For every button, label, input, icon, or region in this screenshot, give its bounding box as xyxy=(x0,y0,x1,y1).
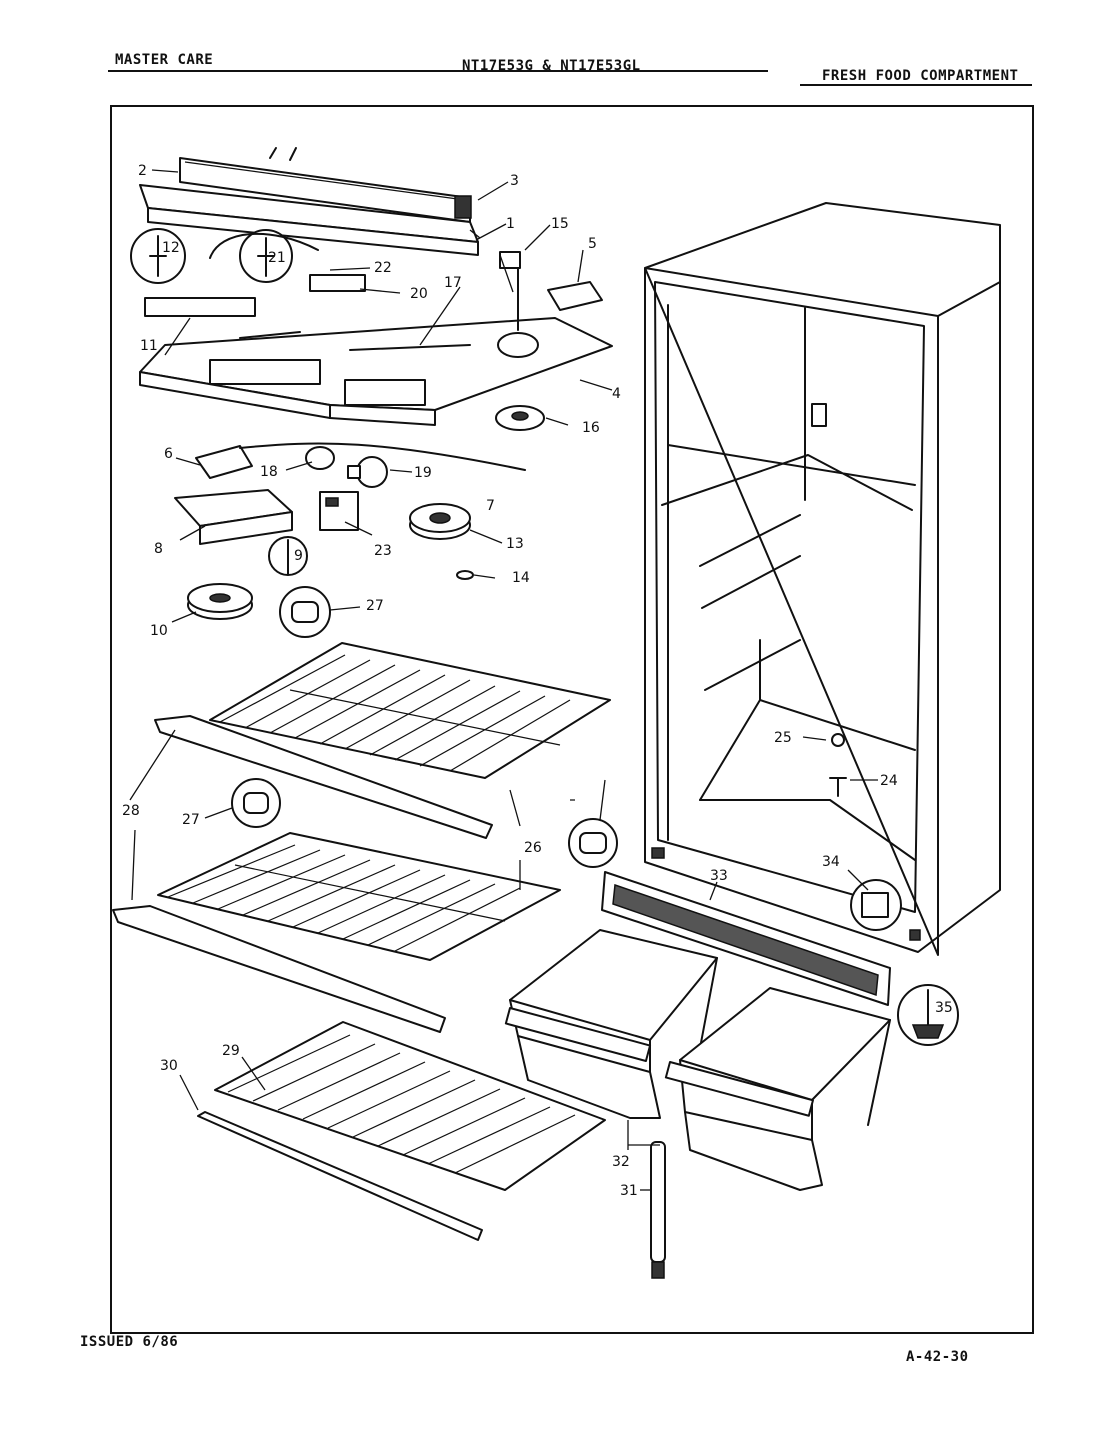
wire-shelf-upper xyxy=(209,642,611,779)
callout-14: 14 xyxy=(512,570,530,586)
crisper-cover-glass-shelf xyxy=(214,1021,606,1191)
callout-6: 6 xyxy=(164,446,173,462)
wire-shelf-lower xyxy=(157,832,561,961)
callout-5: 5 xyxy=(588,236,597,252)
callout-22: 22 xyxy=(374,260,392,276)
callout-32: 32 xyxy=(612,1154,630,1170)
light-bulb-part xyxy=(347,456,388,488)
callout-21: 21 xyxy=(268,250,286,266)
callout-7: 7 xyxy=(486,498,495,514)
callout-30: 30 xyxy=(160,1058,178,1074)
detail-circle-9 xyxy=(268,536,308,576)
callout-15: 15 xyxy=(551,216,569,232)
callout-2: 2 xyxy=(138,163,147,179)
callout-23: 23 xyxy=(374,543,392,559)
callout-labels: 1 2 3 4 5 6 7 8 9 10 11 12 13 14 15 16 1… xyxy=(122,163,953,1199)
callout-12: 12 xyxy=(162,240,180,256)
washer-part xyxy=(456,570,474,580)
fastener-parts xyxy=(829,733,847,797)
detail-circle-12 xyxy=(130,228,186,284)
footer-issued-date: ISSUED 6/86 xyxy=(80,1334,179,1350)
drain-tube-part xyxy=(650,1141,666,1279)
callout-19: 19 xyxy=(414,465,432,481)
header-rule-left xyxy=(108,70,768,72)
detail-circle-shelf-support xyxy=(568,818,618,868)
shelf-trim-upper xyxy=(154,715,493,839)
knob-part xyxy=(495,405,545,431)
header-section-title: FRESH FOOD COMPARTMENT xyxy=(822,68,1019,84)
duct-leaders xyxy=(151,169,509,241)
callout-33: 33 xyxy=(710,868,728,884)
callout-20: 20 xyxy=(410,286,428,302)
callout-13: 13 xyxy=(506,536,524,552)
callout-3: 3 xyxy=(510,173,519,189)
crisper-pan-right xyxy=(664,987,891,1191)
callout-18: 18 xyxy=(260,464,278,480)
callout-31: 31 xyxy=(620,1183,638,1199)
callout-35: 35 xyxy=(935,1000,953,1016)
callout-8: 8 xyxy=(154,541,163,557)
shelf-trim-lower xyxy=(112,905,446,1033)
light-shield-part xyxy=(547,281,603,311)
callout-9: 9 xyxy=(294,548,303,564)
callout-29: 29 xyxy=(222,1043,240,1059)
callout-leaders xyxy=(129,224,878,1191)
thermostat-control-part xyxy=(195,442,526,479)
toe-grille-part xyxy=(601,871,891,1006)
callout-1: 1 xyxy=(506,216,515,232)
detail-circle-27-mid xyxy=(231,778,281,828)
callout-16: 16 xyxy=(582,420,600,436)
switch-part xyxy=(319,491,359,531)
glass-shelf-trim xyxy=(197,1111,483,1241)
callout-34: 34 xyxy=(822,854,840,870)
control-bracket-part xyxy=(174,489,293,545)
callout-27-mid: 27 xyxy=(182,812,200,828)
detail-circle-21 xyxy=(209,229,319,283)
fan-motor-part xyxy=(409,503,471,540)
callout-24: 24 xyxy=(880,773,898,789)
callout-4: 4 xyxy=(612,386,621,402)
callout-11: 11 xyxy=(140,338,158,354)
callout-25: 25 xyxy=(774,730,792,746)
detail-circle-27-top xyxy=(279,586,331,638)
detail-circle-34 xyxy=(850,879,902,931)
detail-circle-35 xyxy=(897,984,959,1046)
control-housing-part xyxy=(139,274,613,426)
light-cover-part xyxy=(187,583,253,620)
light-socket-part xyxy=(305,446,335,470)
callout-27-top: 27 xyxy=(366,598,384,614)
crisper-pan-left xyxy=(504,929,718,1119)
callout-26: 26 xyxy=(524,840,542,856)
cabinet-liner xyxy=(644,202,1001,956)
diagram-frame xyxy=(110,105,1034,1334)
footer-page-code: A-42-30 xyxy=(906,1349,969,1365)
callout-28: 28 xyxy=(122,803,140,819)
header-brand: MASTER CARE xyxy=(115,52,214,68)
callout-10: 10 xyxy=(150,623,168,639)
header-rule-right xyxy=(800,84,1032,86)
callout-17: 17 xyxy=(444,275,462,291)
duct-cover-part xyxy=(139,147,479,256)
thermostat-shaft-part xyxy=(497,251,539,358)
